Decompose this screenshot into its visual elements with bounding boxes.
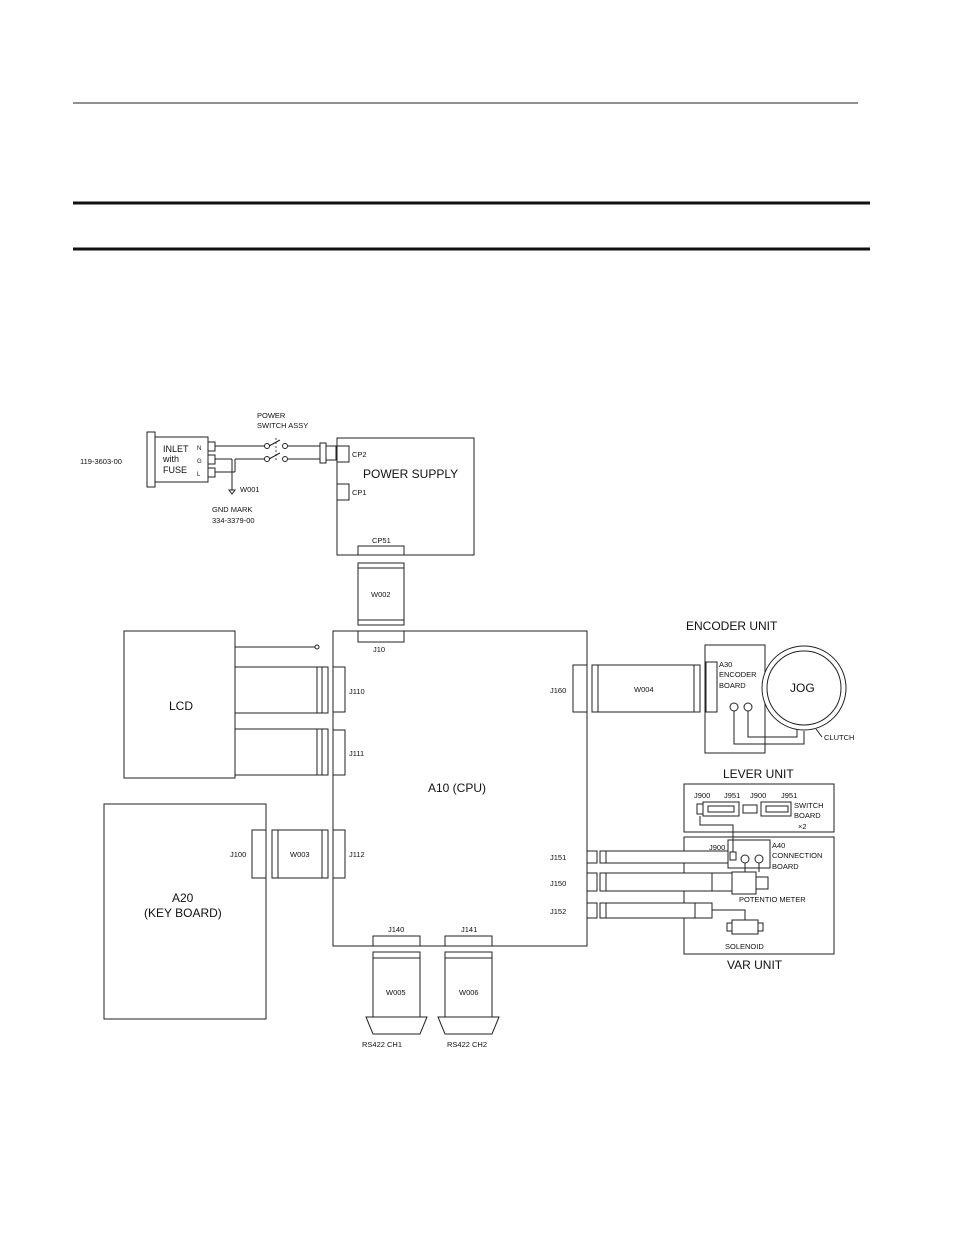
j110-label: J110: [349, 687, 365, 696]
a40-label-3: BOARD: [772, 862, 799, 871]
switch-board-label-2: BOARD: [794, 811, 821, 820]
rs422-ch1-label: RS422 CH1: [362, 1040, 402, 1049]
a30-label-2: ENCODER: [719, 670, 757, 679]
w002-cable: W002: [357, 562, 405, 626]
w004-label: W004: [634, 685, 654, 694]
keyboard-board: J100 A20 (KEY BOARD) W003: [103, 803, 329, 1020]
j111-label: J111: [349, 749, 364, 758]
pin-g-label: G: [197, 459, 202, 465]
gnd-part-number: 334-3379-00: [212, 516, 255, 525]
lever-unit-label: LEVER UNIT: [723, 767, 794, 781]
w006-label: W006: [459, 988, 479, 997]
j900-b-label: J900: [750, 791, 766, 800]
keyboard-label-2: (KEY BOARD): [144, 906, 222, 920]
cp1-label: CP1: [352, 488, 367, 497]
var-unit-label: VAR UNIT: [727, 958, 783, 972]
gnd-mark-label: GND MARK: [212, 505, 252, 514]
a30-label-1: A30: [719, 660, 732, 669]
var-cables: [599, 850, 746, 920]
cpu-label: A10 (CPU): [428, 781, 486, 795]
j951-a-label: J951: [724, 791, 740, 800]
switch-board-label-3: ×2: [798, 822, 807, 831]
cpu-board: J10 A10 (CPU) J110 J111 J112 J160 J151 J…: [332, 630, 598, 947]
j900-c-label: J900: [709, 843, 725, 852]
clutch-label: CLUTCH: [824, 733, 854, 742]
power-switch-label-2: SWITCH ASSY: [257, 421, 308, 430]
var-unit: VAR UNIT J900 A40 CONNECTION BOARD POTEN…: [683, 816, 835, 972]
switch-board-label-1: SWITCH: [794, 801, 824, 810]
power-switch-wiring: POWER SWITCH ASSY W001 GND MARK 334-3379…: [212, 411, 337, 525]
j150-label: J150: [550, 879, 566, 888]
inlet-label-2: with: [162, 454, 179, 464]
power-supply-label: POWER SUPPLY: [363, 467, 458, 481]
j951-b-label: J951: [781, 791, 797, 800]
a40-label-1: A40: [772, 841, 785, 850]
lever-unit: LEVER UNIT J900 J951 J900 J951 SWITCH BO…: [683, 767, 835, 833]
solenoid-label: SOLENOID: [725, 942, 764, 951]
inlet-label-3: FUSE: [163, 465, 187, 475]
header-rules: [73, 102, 870, 251]
pin-l-label: L: [197, 472, 201, 478]
power-supply: POWER SUPPLY CP2 CP1 CP51: [336, 437, 475, 556]
inlet-part-number: 119-3603-00: [80, 457, 122, 466]
j151-label: J151: [550, 853, 566, 862]
cp2-label: CP2: [352, 450, 367, 459]
a30-label-3: BOARD: [719, 681, 746, 690]
w003-label: W003: [290, 850, 310, 859]
cp51-label: CP51: [372, 536, 391, 545]
a40-label-2: CONNECTION: [772, 851, 822, 860]
ac-inlet: 119-3603-00 INLET with FUSE N G L: [80, 431, 216, 488]
encoder-unit-label: ENCODER UNIT: [686, 619, 778, 633]
potentio-meter-label: POTENTIO METER: [739, 895, 806, 904]
encoder-unit: ENCODER UNIT A30 ENCODER BOARD JOG CLUTC…: [686, 619, 854, 754]
pin-n-label: N: [197, 446, 201, 452]
lcd-label: LCD: [169, 699, 193, 713]
w004-cable: W004: [591, 664, 701, 713]
j100-label: J100: [230, 850, 246, 859]
lcd-module: LCD: [123, 630, 329, 779]
keyboard-label-1: A20: [172, 891, 194, 905]
j160-label: J160: [550, 686, 566, 695]
j141-label: J141: [461, 925, 477, 934]
j10-label: J10: [373, 645, 385, 654]
rs422-ch2-label: RS422 CH2: [447, 1040, 487, 1049]
rs422-cables: W005 RS422 CH1 W006 RS422 CH2: [362, 951, 500, 1049]
jog-label: JOG: [790, 681, 815, 695]
j112-label: J112: [349, 850, 365, 859]
j900-a-label: J900: [694, 791, 710, 800]
w001-label: W001: [240, 485, 260, 494]
j140-label: J140: [388, 925, 404, 934]
inlet-label-1: INLET: [163, 444, 189, 454]
w005-label: W005: [386, 988, 406, 997]
power-switch-label-1: POWER: [257, 411, 286, 420]
j152-label: J152: [550, 907, 566, 916]
w002-label: W002: [371, 590, 391, 599]
